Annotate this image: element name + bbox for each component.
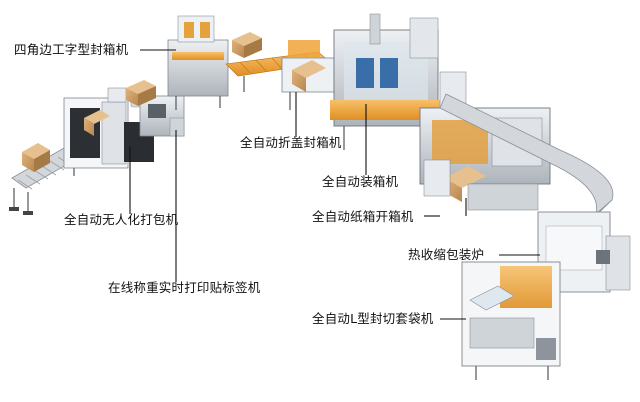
leader-lines bbox=[129, 49, 540, 320]
label-strapping: 全自动无人化打包机 bbox=[64, 212, 179, 227]
label-shrink-tunnel: 热收缩包装炉 bbox=[408, 247, 485, 262]
label-l-sealer: 全自动L型封切套袋机 bbox=[312, 311, 434, 326]
strapping-machine-art bbox=[63, 87, 154, 169]
corner-taper-art bbox=[167, 15, 262, 110]
label-erector: 全自动纸箱开箱机 bbox=[312, 209, 414, 224]
l-sealer-art bbox=[461, 261, 561, 380]
weigh-labeler-art bbox=[126, 80, 185, 137]
case-erector-art bbox=[419, 107, 551, 211]
label-case-packer: 全自动装箱机 bbox=[322, 174, 399, 189]
label-weigh-labeler: 在线称重实时打印贴标签机 bbox=[108, 280, 261, 295]
case-packer-art bbox=[330, 13, 467, 150]
label-fold-sealer: 全自动折盖封箱机 bbox=[240, 135, 342, 150]
label-corner-taper: 四角边工字型封箱机 bbox=[14, 42, 129, 57]
fold-sealer-art bbox=[281, 40, 335, 110]
